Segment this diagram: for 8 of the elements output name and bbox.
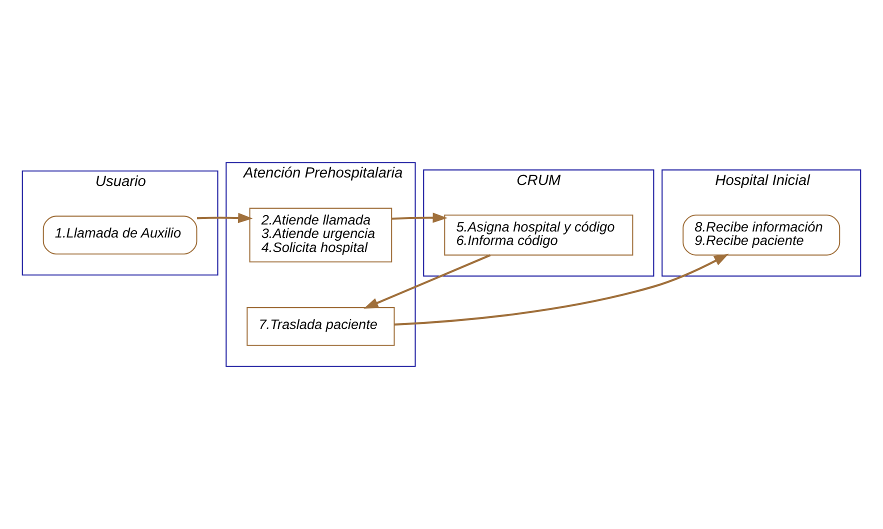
node-box: 5.Asigna hospital y código 6.Informa código — [444, 214, 634, 256]
node-box: 8.Recibe información 9.Recibe paciente — [682, 214, 840, 256]
node-box: 2.Atiende llamada 3.Atiende urgencia 4.Solicita hospital — [249, 208, 392, 262]
node-box: 1.Llamada de Auxilio — [42, 216, 198, 255]
arrow — [196, 212, 253, 224]
arrow — [392, 212, 448, 223]
arrow — [394, 254, 729, 326]
node-box: 7.Traslada paciente — [246, 307, 395, 346]
